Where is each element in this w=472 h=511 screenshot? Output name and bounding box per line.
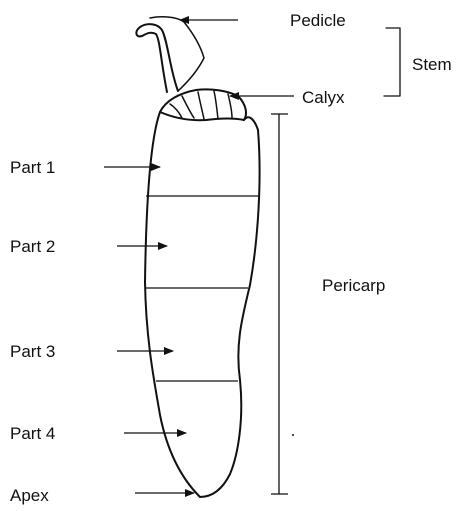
part1-label: Part 1 [10,158,55,177]
pepper-body-outline [145,112,260,497]
part4-label: Part 4 [10,424,55,443]
pedicle-label: Pedicle [290,11,346,30]
calyx-detail-4 [228,94,232,118]
pedicle-outline-inner [150,17,204,91]
calyx-detail-1 [182,96,194,118]
part2-label: Part 2 [10,237,55,256]
pedicle-outline [136,24,178,92]
apex-label: Apex [10,486,49,505]
calyx-detail-3 [214,91,218,119]
calyx-label: Calyx [302,88,345,107]
stray-dot [292,434,294,436]
pericarp-label: Pericarp [322,276,385,295]
part3-label: Part 3 [10,342,55,361]
calyx-detail-2 [198,92,204,119]
stem-bracket [384,28,400,96]
stem-label: Stem [412,55,452,74]
